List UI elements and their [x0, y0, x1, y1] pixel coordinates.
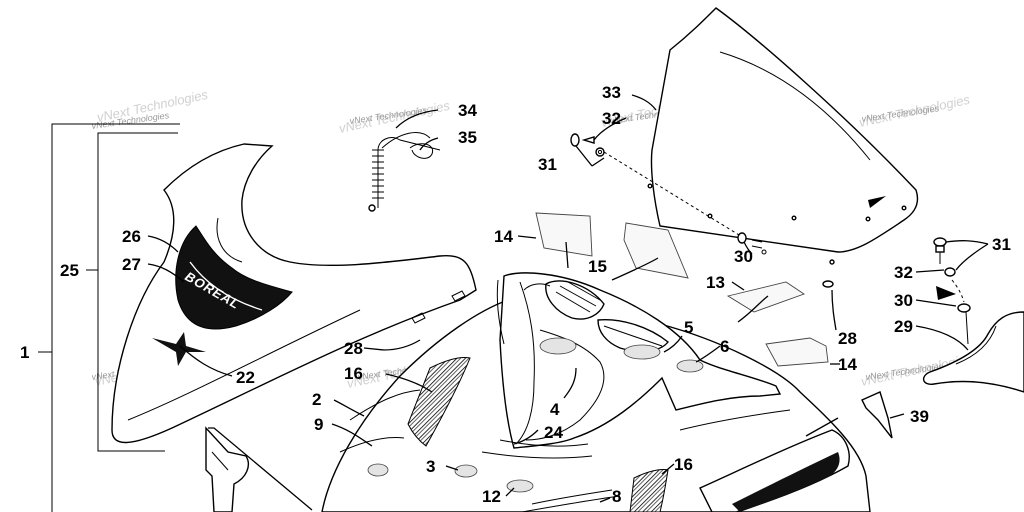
callout-16: 16 — [674, 455, 693, 474]
callout-22: 22 — [236, 368, 255, 387]
callout-9: 9 — [314, 415, 323, 434]
callout-29: 29 — [894, 317, 913, 336]
callout-30: 30 — [894, 291, 913, 310]
callout-16: 16 — [344, 364, 363, 383]
callout-30: 30 — [734, 247, 753, 266]
callout-5: 5 — [684, 318, 693, 337]
callout-1: 1 — [20, 343, 29, 362]
callout-28: 28 — [838, 329, 857, 348]
cat-logo-icon — [152, 332, 206, 366]
callout-3: 3 — [426, 457, 435, 476]
windshield-fasteners — [570, 133, 834, 288]
callout-26: 26 — [122, 227, 141, 246]
callout-33: 33 — [602, 83, 621, 102]
callout-39: 39 — [910, 407, 929, 426]
hood-console — [205, 272, 871, 512]
side-panel: BOREAL — [111, 143, 477, 444]
callout-32: 32 — [894, 263, 913, 282]
right-fasteners — [923, 237, 1024, 393]
callout-25: 25 — [60, 261, 79, 280]
callout-35: 35 — [458, 128, 477, 147]
callout-27: 27 — [122, 255, 141, 274]
callout-12: 12 — [482, 487, 501, 506]
windshield — [647, 7, 919, 265]
callout-4: 4 — [550, 400, 560, 419]
spring-cable — [368, 132, 441, 212]
callout-2: 2 — [312, 390, 321, 409]
leader-lines — [147, 94, 989, 511]
callout-14: 14 — [838, 355, 857, 374]
callout-6: 6 — [720, 337, 729, 356]
callout-14: 14 — [494, 227, 513, 246]
callout-31: 31 — [992, 235, 1011, 254]
assembly-brackets — [38, 123, 180, 512]
callout-31: 31 — [538, 155, 557, 174]
callout-8: 8 — [612, 487, 621, 506]
callout-34: 34 — [458, 101, 477, 120]
callout-15: 15 — [588, 257, 607, 276]
decal-sheets — [535, 212, 893, 439]
callout-24: 24 — [544, 423, 563, 442]
callout-28: 28 — [344, 339, 363, 358]
callout-13: 13 — [706, 273, 725, 292]
callout-labels: 1 2 3 4 5 6 8 9 12 13 14 14 15 16 16 22 … — [20, 83, 1011, 506]
callout-32: 32 — [602, 109, 621, 128]
